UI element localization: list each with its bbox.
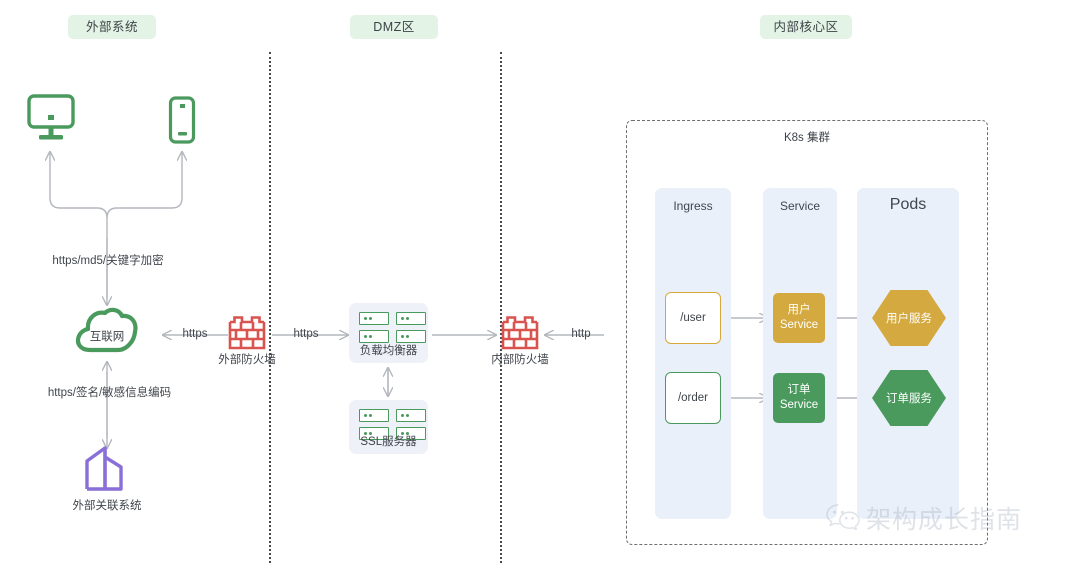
k8s-column-title-pods: Pods [889, 196, 927, 213]
k8s-cluster-title: K8s 集群 [783, 132, 830, 144]
internal-firewall-label: 内部防火墙 [491, 354, 549, 366]
ingress-route-order[interactable]: /order [665, 372, 721, 424]
cloud-icon [74, 306, 140, 356]
k8s-column-pods: Pods [857, 188, 959, 519]
protocol-label-intfw-k8s: http [571, 328, 591, 340]
internet-label: 互联网 [89, 331, 125, 343]
ingress-route-user[interactable]: /user [665, 292, 721, 344]
service-user-line2: Service [779, 319, 819, 331]
partner-system-label: 外部关联系统 [72, 500, 142, 512]
mobile-phone-icon [168, 96, 196, 144]
k8s-column-service: Service [763, 188, 837, 519]
brick-wall-icon-external [228, 316, 266, 350]
pod-order-service[interactable]: 订单服务 [872, 370, 946, 426]
zone-label-dmz: DMZ区 [350, 15, 438, 39]
service-order-line2: Service [779, 399, 819, 411]
ssl-server-label: SSL服务器 [360, 436, 417, 448]
k8s-column-ingress: Ingress [655, 188, 731, 519]
zone-label-external: 外部系统 [68, 15, 156, 39]
k8s-column-title-service: Service [779, 199, 820, 213]
service-user-line1: 用户 [787, 304, 811, 316]
external-firewall-label: 外部防火墙 [218, 354, 276, 366]
load-balancer-label: 负载均衡器 [359, 345, 418, 357]
brick-wall-icon-internal [501, 316, 539, 350]
protocol-label-internet-extfw: https [182, 328, 208, 340]
pod-user-service-label: 用户服务 [872, 290, 946, 346]
zone-label-internal: 内部核心区 [760, 15, 852, 39]
zone-divider-dmz-internal [500, 52, 502, 563]
pod-order-service-label: 订单服务 [872, 370, 946, 426]
server-rack-icon-lb [359, 312, 426, 343]
load-balancer-node[interactable]: 负载均衡器 [349, 303, 428, 363]
ssl-server-node[interactable]: SSL服务器 [349, 400, 428, 454]
k8s-column-title-ingress: Ingress [673, 199, 713, 213]
protocol-label-extfw-lb: https [293, 328, 319, 340]
service-order-line1: 订单 [787, 384, 811, 396]
service-user[interactable]: 用户 Service [773, 293, 825, 343]
pod-user-service[interactable]: 用户服务 [872, 290, 946, 346]
building-icon [83, 445, 131, 491]
desktop-monitor-icon [27, 93, 75, 143]
edge-label-partner-encrypt: https/签名/敏感信息编码 [47, 387, 172, 399]
service-order[interactable]: 订单 Service [773, 373, 825, 423]
edge-label-client-encrypt: https/md5/关键字加密 [52, 255, 164, 267]
zone-divider-external-dmz [269, 52, 271, 563]
server-rack-icon-ssl [359, 409, 426, 440]
k8s-cluster-container: K8s 集群 [626, 120, 988, 545]
